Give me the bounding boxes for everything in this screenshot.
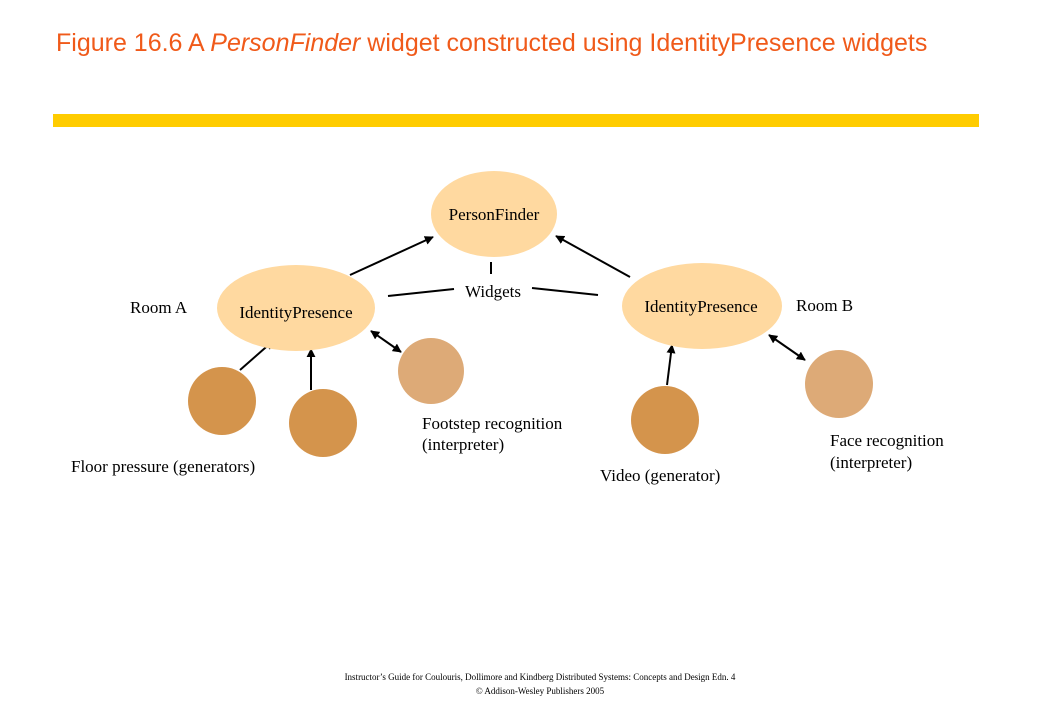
room-b-label: Room B <box>796 296 853 315</box>
arrow-ipa-to-personfinder <box>349 236 434 276</box>
title-rule <box>53 114 979 127</box>
room-a-label: Room A <box>130 298 188 317</box>
footer-citation: Instructor’s Guide for Coulouris, Dollim… <box>344 672 736 682</box>
page-title: Figure 16.6 A PersonFinder widget constr… <box>56 28 956 59</box>
face-label-line1: Face recognition <box>830 431 944 450</box>
footstep-label-line2: (interpreter) <box>422 435 504 454</box>
footstep-interpreter <box>398 338 464 404</box>
widgets-label: Widgets <box>465 282 521 301</box>
footer-copyright: © Addison-Wesley Publishers 2005 <box>475 686 605 696</box>
identitypresence-b-node <box>622 263 782 349</box>
footstep-label-line1: Footstep recognition <box>422 414 563 433</box>
arrow-video-to-ipb <box>666 344 676 386</box>
personfinder-label: PersonFinder <box>449 205 540 224</box>
identitypresence-a-node <box>217 265 375 351</box>
floor-pressure-label: Floor pressure (generators) <box>71 457 255 476</box>
identitypresence-a-label: IdentityPresence <box>239 303 352 322</box>
widgets-pointer-right <box>531 287 599 296</box>
arrow-face-ipb <box>768 334 806 361</box>
identitypresence-b-label: IdentityPresence <box>644 297 757 316</box>
arrow-ipb-to-personfinder <box>555 235 631 278</box>
title-suffix: widget constructed using IdentityPresenc… <box>360 29 928 57</box>
title-prefix: Figure 16.6 A <box>56 29 211 57</box>
video-label: Video (generator) <box>600 466 720 485</box>
title-italic: PersonFinder <box>210 29 361 57</box>
widgets-pointer-left <box>387 288 455 297</box>
video-generator <box>631 386 699 454</box>
face-label-line2: (interpreter) <box>830 453 912 472</box>
floor-pressure-generator-2 <box>289 389 357 457</box>
personfinder-node <box>431 171 557 257</box>
face-interpreter <box>805 350 873 418</box>
arrow-footstep-ipa <box>370 330 402 353</box>
floor-pressure-generator-1 <box>188 367 256 435</box>
